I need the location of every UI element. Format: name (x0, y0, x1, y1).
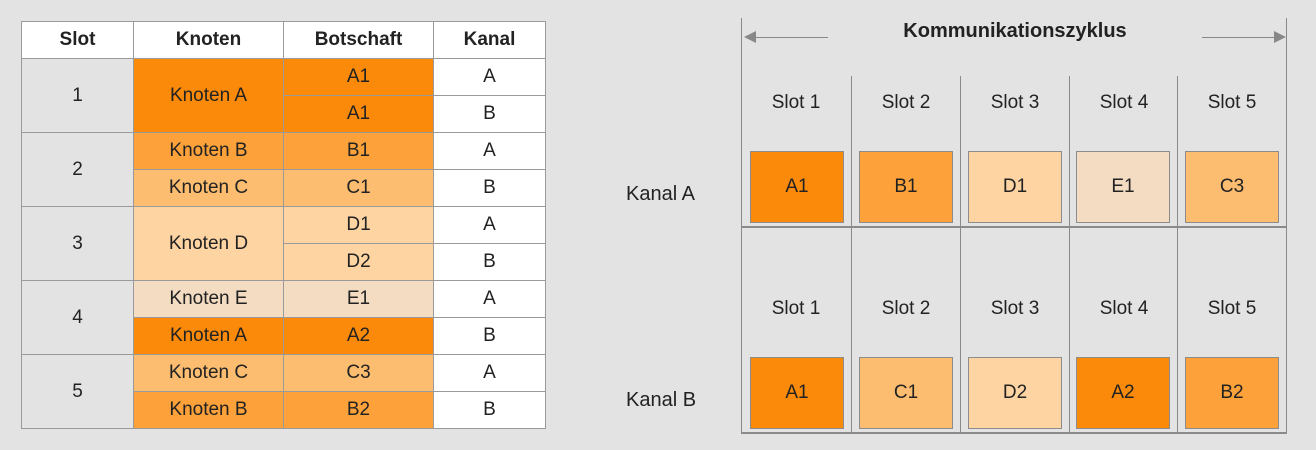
slot-separator (960, 76, 961, 434)
message-box: A1 (750, 357, 844, 429)
table-row: Knoten C C1 B (22, 169, 546, 207)
slot-label: Slot 3 (990, 92, 1040, 113)
message-box: C1 (859, 357, 953, 429)
header-slot: Slot (21, 21, 134, 59)
message-cell: A1 (283, 58, 434, 96)
channel-divider (741, 226, 1287, 228)
table-header-row: Slot Knoten Botschaft Kanal (21, 21, 546, 59)
table-row: D2 B (22, 243, 546, 281)
arrow-left-icon (744, 31, 756, 43)
channel-cell: B (433, 317, 546, 355)
slot-separator (851, 76, 852, 434)
node-cell: Knoten B (133, 391, 284, 429)
channel-b-label: Kanal B (626, 389, 697, 411)
slot-cell: 4 (21, 280, 134, 355)
slot-label: Slot 3 (990, 298, 1040, 319)
slot-label: Slot 2 (881, 298, 931, 319)
message-box: D2 (968, 357, 1062, 429)
slot-label: Slot 1 (771, 92, 821, 113)
slot-label: Slot 2 (881, 92, 931, 113)
table-row: 4 Knoten E E1 A (21, 280, 546, 355)
arrow-right-icon (1274, 31, 1286, 43)
message-cell: D2 (283, 243, 434, 281)
message-cell: C1 (283, 169, 434, 207)
table-row: 1 Knoten A A1 A (21, 58, 546, 133)
table-row: Knoten A A2 B (22, 317, 546, 355)
slot-label: Slot 1 (771, 298, 821, 319)
slot-label: Slot 4 (1099, 298, 1149, 319)
cycle-arrow-left-line (750, 37, 828, 38)
channel-cell: B (433, 169, 546, 207)
cycle-arrow-right-line (1202, 37, 1280, 38)
node-cell: Knoten B (133, 132, 284, 170)
slot-label: Slot 4 (1099, 92, 1149, 113)
cycle-title: Kommunikationszyklus (903, 20, 1127, 42)
node-cell: Knoten E (133, 280, 284, 318)
message-cell: A2 (283, 317, 434, 355)
slot-separator (1177, 76, 1178, 434)
table-row: Knoten B B2 B (22, 391, 546, 429)
message-box: A2 (1076, 357, 1170, 429)
message-cell: B2 (283, 391, 434, 429)
channel-cell: A (433, 354, 546, 392)
message-box: E1 (1076, 151, 1170, 223)
node-cell: Knoten C (133, 169, 284, 207)
channel-cell: A (433, 58, 546, 96)
channel-cell: B (433, 391, 546, 429)
header-kanal: Kanal (433, 21, 546, 59)
node-cell: Knoten D (133, 206, 284, 281)
table-row: 3 Knoten D D1 A (21, 206, 546, 281)
message-cell: B1 (283, 132, 434, 170)
table-row: 5 Knoten C C3 A (21, 354, 546, 429)
message-cell: C3 (283, 354, 434, 392)
channel-a-label: Kanal A (626, 183, 695, 205)
slot-cell: 1 (21, 58, 134, 133)
channel-cell: B (433, 243, 546, 281)
slot-label: Slot 5 (1207, 298, 1257, 319)
cycle-bottom-border (741, 432, 1287, 434)
channel-cell: A (433, 132, 546, 170)
slot-cell: 2 (21, 132, 134, 207)
message-cell: E1 (283, 280, 434, 318)
message-box: B1 (859, 151, 953, 223)
slot-allocation-table: Slot Knoten Botschaft Kanal 1 Knoten A A… (21, 21, 546, 429)
node-cell: Knoten A (133, 317, 284, 355)
node-cell: Knoten C (133, 354, 284, 392)
slot-separator (1069, 76, 1070, 434)
slot-cell: 3 (21, 206, 134, 281)
table-row: 2 Knoten B B1 A (21, 132, 546, 207)
message-box: A1 (750, 151, 844, 223)
channel-cell: A (433, 206, 546, 244)
slot-label: Slot 5 (1207, 92, 1257, 113)
message-box: D1 (968, 151, 1062, 223)
message-box: C3 (1185, 151, 1279, 223)
message-box: B2 (1185, 357, 1279, 429)
slot-cell: 5 (21, 354, 134, 429)
node-cell: Knoten A (133, 58, 284, 133)
